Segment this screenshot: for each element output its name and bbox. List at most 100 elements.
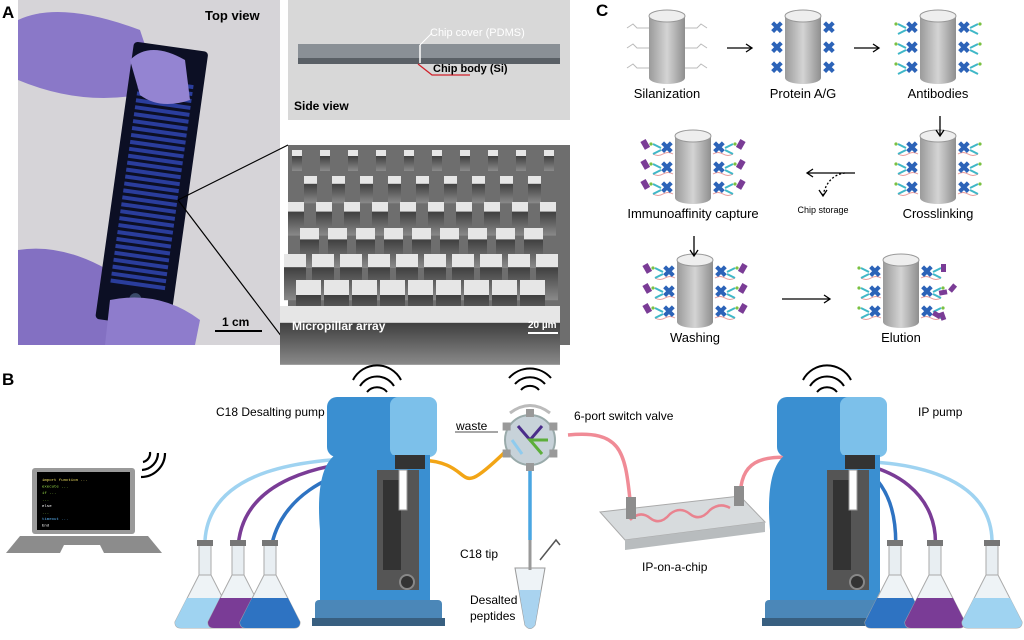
ip-on-a-chip: IP-on-a-chip xyxy=(598,486,767,574)
step-label: Protein A/G xyxy=(770,86,836,101)
micropillar xyxy=(280,320,308,365)
micropillar xyxy=(528,182,541,204)
protein-ag-icon: ✖ xyxy=(662,284,675,301)
micropillar-top xyxy=(464,280,489,295)
protein-ag-icon: ✖ xyxy=(712,180,725,197)
micropillar xyxy=(420,320,448,365)
antigen-icon xyxy=(735,179,746,190)
micropillar xyxy=(444,182,457,204)
microchannel xyxy=(131,126,187,138)
pillar-cylinder xyxy=(675,136,711,204)
protein-ag-icon: ✖ xyxy=(957,160,970,177)
micropillar xyxy=(388,182,401,204)
top-view-photo: Top view 1 cm xyxy=(18,0,280,345)
micropillar-top xyxy=(416,176,429,184)
micropillar-top xyxy=(320,150,330,156)
antigen-icon xyxy=(640,159,651,170)
microchannel xyxy=(112,264,168,277)
antibody-icon xyxy=(969,43,979,55)
micropillar-top xyxy=(420,306,448,323)
micropillar-top xyxy=(344,202,360,212)
micropillar-top xyxy=(500,176,513,184)
micropillar-top xyxy=(432,150,442,156)
eluted-antigen-icon xyxy=(932,310,942,319)
micropillar xyxy=(544,155,554,171)
micropillar-top xyxy=(364,306,392,323)
protein-ag-icon: ✖ xyxy=(905,20,918,37)
micropillar-top xyxy=(524,228,543,240)
micropillar-top xyxy=(448,306,476,323)
protein-ag-icon: ✖ xyxy=(868,304,881,321)
protein-ag-icon: ✖ xyxy=(905,160,918,177)
step-elution: ✖✖✖✖✖✖Elution xyxy=(857,253,958,345)
antigen-icon xyxy=(642,283,653,294)
antigen-icon xyxy=(737,263,748,274)
micropillar-top xyxy=(292,150,302,156)
micropillar-top xyxy=(388,176,401,184)
c18-desalting-pump xyxy=(312,364,445,626)
microchannel xyxy=(114,250,170,263)
microchannel xyxy=(121,202,177,214)
antigen-icon xyxy=(735,139,746,150)
pillar-cylinder xyxy=(785,16,821,84)
eluted-antigen-icon xyxy=(938,311,947,321)
code-line: End xyxy=(42,524,50,529)
protein-ag-icon: ✖ xyxy=(770,40,783,57)
antigen-icon xyxy=(737,283,748,294)
c18-tip-label: C18 tip xyxy=(460,547,498,561)
microchannel xyxy=(127,153,183,166)
antigen-icon xyxy=(640,139,651,150)
micropillar-top xyxy=(392,306,420,323)
code-line: timeout ... xyxy=(42,517,68,522)
antibody-icon xyxy=(932,287,942,299)
protein-ag-icon: ✖ xyxy=(770,20,783,37)
antibody-icon xyxy=(897,143,907,155)
microchannel xyxy=(133,112,189,124)
protein-ag-icon: ✖ xyxy=(822,20,835,37)
protein-ag-icon: ✖ xyxy=(905,180,918,197)
step-antibodies: ✖✖✖✖✖✖Antibodies xyxy=(894,9,982,101)
scale-1cm-label: 1 cm xyxy=(222,315,249,329)
valve-label: 6-port switch valve xyxy=(574,409,674,423)
pillar-cylinder xyxy=(920,136,956,204)
micropillar-top xyxy=(472,176,485,184)
valve-port xyxy=(502,449,511,458)
chip-storage-label: Chip storage xyxy=(797,205,848,215)
micropillar-top xyxy=(436,280,461,295)
protein-ag-icon: ✖ xyxy=(662,264,675,281)
antibody-icon xyxy=(726,287,736,299)
micropillar-top xyxy=(412,228,431,240)
micropillar-top xyxy=(528,176,541,184)
micropillar xyxy=(532,320,560,365)
micropillar-top xyxy=(408,280,433,295)
microchannel xyxy=(126,160,182,173)
microchannel xyxy=(129,139,185,152)
zoom-line xyxy=(177,144,289,201)
micropillar-top xyxy=(424,254,446,268)
micropillar-top xyxy=(452,254,474,268)
micropillar-top xyxy=(308,306,336,323)
micropillar xyxy=(304,182,317,204)
step-label: Washing xyxy=(670,330,720,345)
micropillar xyxy=(540,210,556,236)
code-line: execute ... xyxy=(42,486,68,490)
micropillar-top xyxy=(284,254,306,268)
microchannel xyxy=(132,119,188,131)
ip-pump-label: IP pump xyxy=(918,405,963,419)
desalted-label-1: Desalted xyxy=(470,593,517,607)
wireless-icon xyxy=(140,451,167,479)
antigen-icon xyxy=(642,263,653,274)
code-line: if ... xyxy=(42,491,56,496)
valve-port xyxy=(549,422,558,431)
micropillar-top xyxy=(400,202,416,212)
chip-cover-label: Chip cover (PDMS) xyxy=(430,27,525,39)
micropillar xyxy=(460,155,470,171)
antibody-icon xyxy=(969,143,979,155)
antibody-icon xyxy=(860,307,870,319)
micropillar-top xyxy=(376,150,386,156)
eluted-antigen-icon xyxy=(948,283,958,293)
micropillar-top xyxy=(444,176,457,184)
micropillar xyxy=(364,320,392,365)
protein-ag-icon: ✖ xyxy=(905,40,918,57)
